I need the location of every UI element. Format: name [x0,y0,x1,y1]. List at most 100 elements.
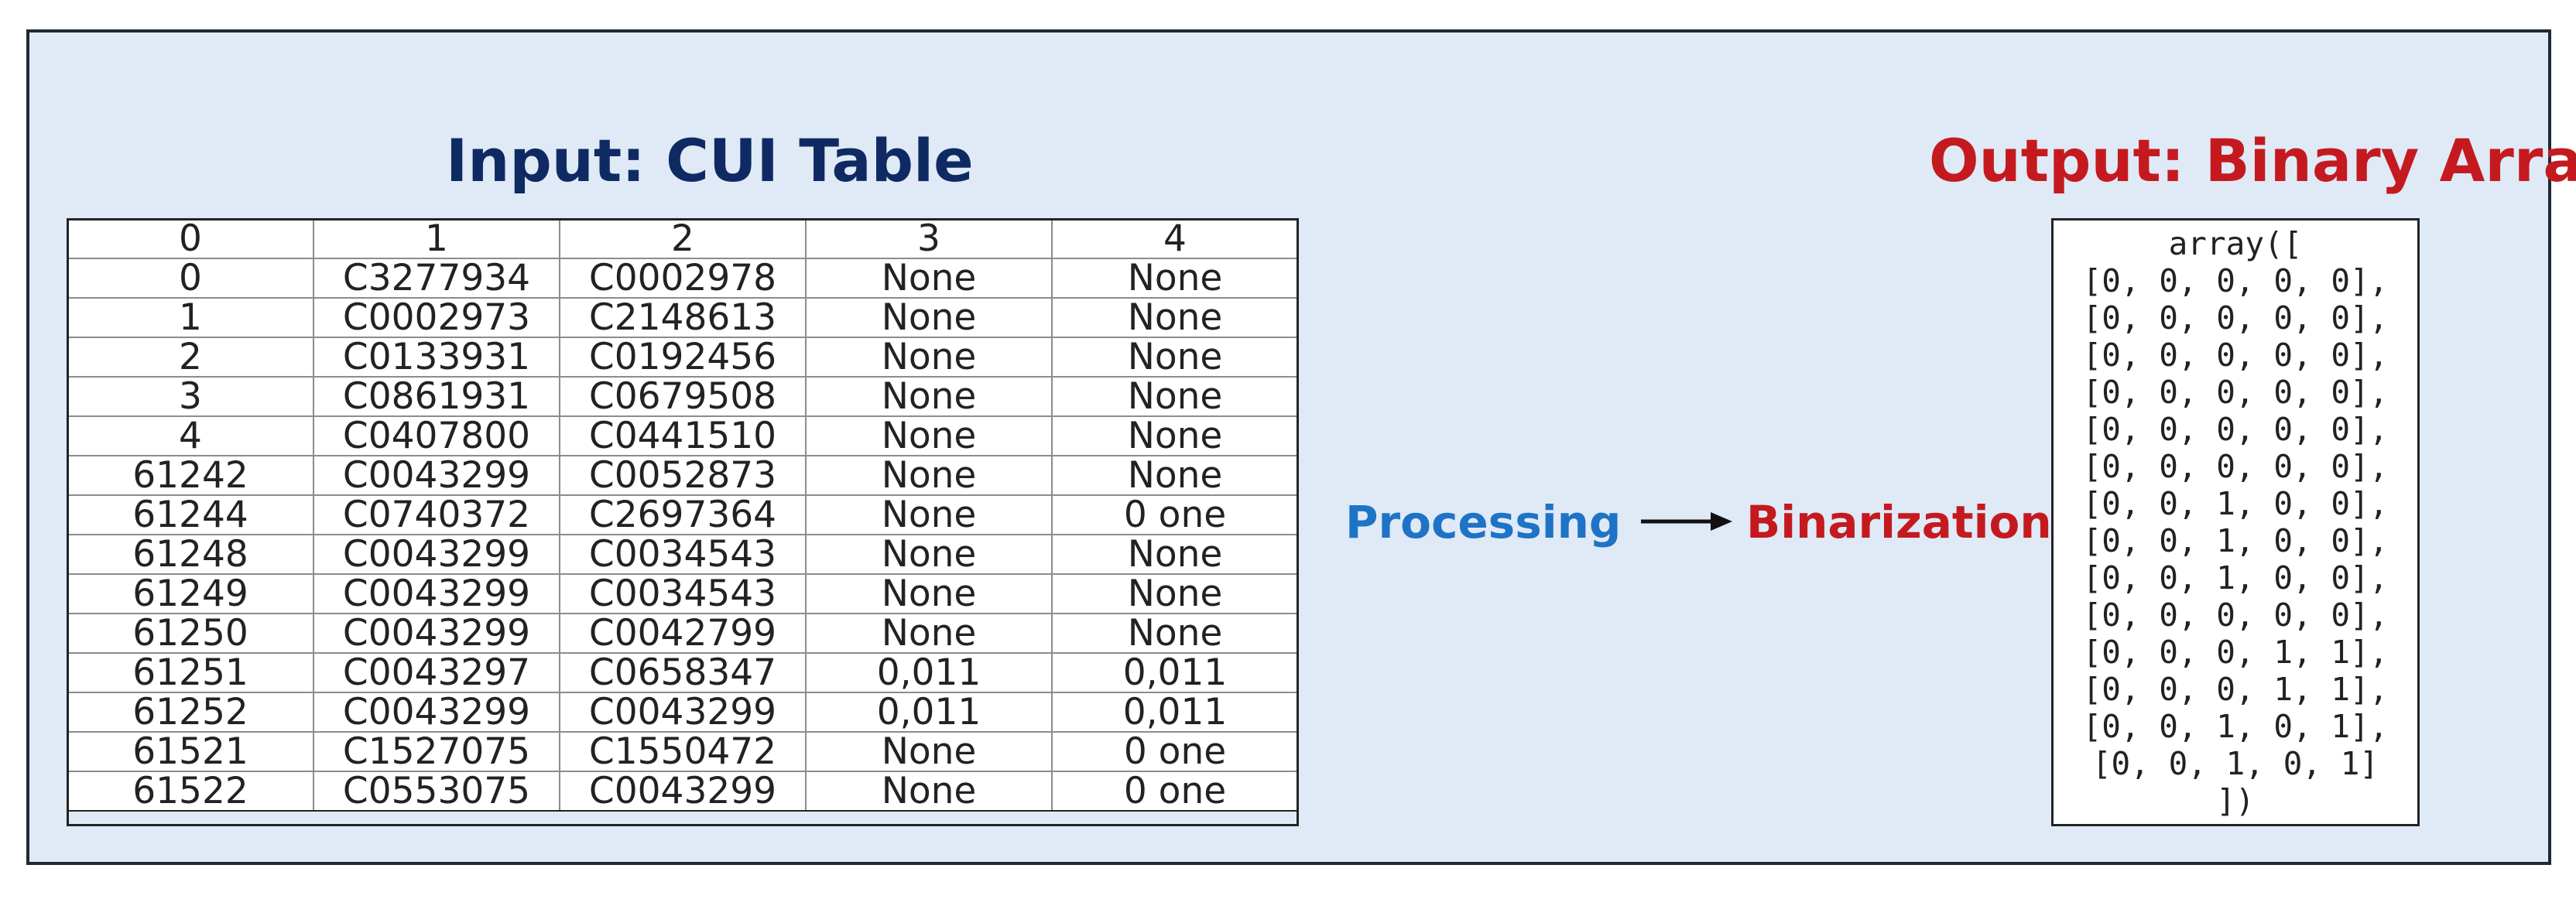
array-line: [0, 0, 0, 0, 0], [2082,374,2389,411]
table-cell: 0,011 [1051,692,1299,733]
array-line: [0, 0, 0, 0, 0], [2082,337,2389,374]
table-cell: 2 [67,337,314,378]
table-cell: 0 one [1051,494,1299,535]
table-cell: 61522 [67,771,314,812]
table-cell: None [1051,573,1299,614]
table-cell: None [1051,613,1299,654]
table-cell: None [805,258,1053,299]
table-cell: 0 one [1051,731,1299,772]
table-cell: C0002978 [559,258,807,299]
table-cell: 3 [67,376,314,417]
array-line: ]) [2216,782,2255,819]
table-cell: None [805,337,1053,378]
array-line: array([ [2168,225,2303,262]
table-cell: None [1051,297,1299,338]
table-cell: 61249 [67,573,314,614]
table-cell: C0553075 [313,771,560,812]
table-cell: C1550472 [559,731,807,772]
table-cell: None [805,573,1053,614]
table-cell: 61248 [67,534,314,575]
table-header-cell: 0 [67,218,314,259]
table-cell: C0407800 [313,415,560,456]
array-line: [0, 0, 0, 0, 0], [2082,596,2389,634]
table-cell: C0043299 [313,613,560,654]
table-cell: C3277934 [313,258,560,299]
table-cell: None [1051,455,1299,496]
input-title: Input: CUI Table [446,126,974,195]
table-cell: C0043299 [313,534,560,575]
table-cell: None [805,376,1053,417]
table-cell: None [805,494,1053,535]
array-line: [0, 0, 0, 0, 0], [2082,262,2389,299]
table-cell: C0133931 [313,337,560,378]
table-cell: 0,011 [805,692,1053,733]
table-cell: 0,011 [1051,652,1299,693]
table-cell: C0034543 [559,573,807,614]
table-cell: C0861931 [313,376,560,417]
table-cell: C0043299 [559,771,807,812]
table-cell: None [805,297,1053,338]
table-cell: 0 one [1051,771,1299,812]
table-cell: 0 [67,258,314,299]
table-cell: C0052873 [559,455,807,496]
array-line: [0, 0, 0, 0, 0], [2082,299,2389,337]
table-header-cell: 3 [805,218,1053,259]
table-cell: None [805,455,1053,496]
table-cell: C1527075 [313,731,560,772]
table-cell: 4 [67,415,314,456]
table-cell: None [805,613,1053,654]
output-title: Output: Binary Array [1929,126,2576,195]
table-cell: None [805,771,1053,812]
table-cell: None [1051,415,1299,456]
table-cell: C0043299 [313,455,560,496]
table-cell: None [1051,258,1299,299]
table-cell: 0,011 [805,652,1053,693]
table-cell: C0043299 [559,692,807,733]
table-cell: C0192456 [559,337,807,378]
table-cell: 61242 [67,455,314,496]
table-cell: None [1051,534,1299,575]
array-line: [0, 0, 0, 1, 1], [2082,671,2389,708]
table-cell: 61252 [67,692,314,733]
table-cell: C0441510 [559,415,807,456]
binarization-label: Binarization [1746,496,2052,549]
table-cell: None [805,534,1053,575]
table-cell: C0043299 [313,573,560,614]
array-line: [0, 0, 0, 1, 1], [2082,634,2389,671]
table-header-cell: 1 [313,218,560,259]
table-cell: 61251 [67,652,314,693]
table-cell: C0679508 [559,376,807,417]
table-cell: C0740372 [313,494,560,535]
table-cell: C0043297 [313,652,560,693]
table-header-cell: 4 [1051,218,1299,259]
processing-label: Processing [1345,496,1622,549]
table-cell: 61521 [67,731,314,772]
table-cell: None [1051,337,1299,378]
array-line: [0, 0, 0, 0, 0], [2082,448,2389,485]
table-cell: None [1051,376,1299,417]
table-cell: 61250 [67,613,314,654]
table-cell: C0658347 [559,652,807,693]
table-cell: 61244 [67,494,314,535]
array-line: [0, 0, 1, 0, 0], [2082,522,2389,559]
table-cell: C0034543 [559,534,807,575]
table-header-cell: 2 [559,218,807,259]
table-cell: C2148613 [559,297,807,338]
table-cell: C0043299 [313,692,560,733]
array-line: [0, 0, 1, 0, 0], [2082,559,2389,596]
array-line: [0, 0, 1, 0, 0], [2082,485,2389,522]
table-cell: 1 [67,297,314,338]
